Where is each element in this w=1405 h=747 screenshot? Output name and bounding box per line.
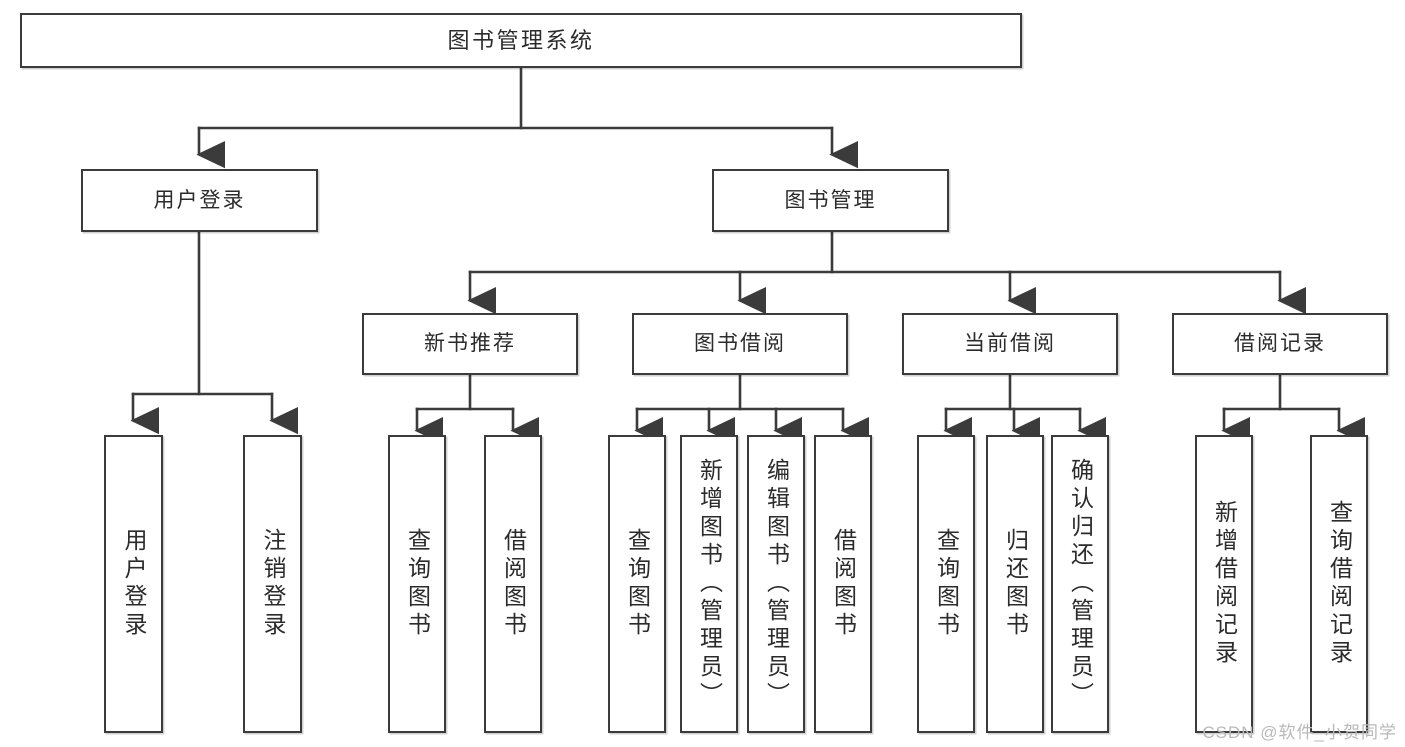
node-new-book-recommend-label: 新书推荐 bbox=[424, 332, 516, 356]
node-leaf-user-logout-label: 注销登录 bbox=[260, 528, 286, 640]
node-leaf-borrow-book-2-label: 借阅图书 bbox=[830, 528, 857, 640]
node-root-label: 图书管理系统 bbox=[447, 27, 595, 53]
node-leaf-edit-book[interactable]: 编辑图书（管理员） bbox=[747, 435, 805, 733]
node-leaf-add-record[interactable]: 新增借阅记录 bbox=[1195, 435, 1253, 733]
node-leaf-query-book-3-label: 查询图书 bbox=[933, 528, 960, 640]
node-leaf-borrow-book-2[interactable]: 借阅图书 bbox=[814, 435, 872, 733]
watermark: CSDN @软件_小贺同学 bbox=[1202, 723, 1397, 742]
node-new-book-recommend[interactable]: 新书推荐 bbox=[362, 313, 578, 375]
node-leaf-user-logout[interactable]: 注销登录 bbox=[243, 435, 302, 733]
node-book-borrow[interactable]: 图书借阅 bbox=[632, 313, 848, 375]
node-book-borrow-label: 图书借阅 bbox=[694, 332, 786, 356]
node-leaf-confirm-return-label: 确认归还（管理员） bbox=[1067, 458, 1094, 710]
node-user-login-label: 用户登录 bbox=[153, 188, 246, 212]
node-current-borrow-label: 当前借阅 bbox=[964, 332, 1056, 356]
node-leaf-query-book-2-label: 查询图书 bbox=[624, 528, 651, 640]
node-leaf-user-login[interactable]: 用户登录 bbox=[104, 435, 163, 733]
node-leaf-query-record-label: 查询借阅记录 bbox=[1326, 500, 1353, 668]
node-leaf-add-book-label: 新增图书（管理员） bbox=[696, 458, 723, 710]
node-leaf-confirm-return[interactable]: 确认归还（管理员） bbox=[1051, 435, 1109, 733]
node-book-manage-label: 图书管理 bbox=[784, 188, 877, 212]
node-leaf-query-record[interactable]: 查询借阅记录 bbox=[1310, 435, 1368, 733]
node-leaf-borrow-book-1[interactable]: 借阅图书 bbox=[484, 435, 542, 733]
node-root[interactable]: 图书管理系统 bbox=[20, 13, 1022, 68]
node-leaf-add-book[interactable]: 新增图书（管理员） bbox=[680, 435, 738, 733]
node-leaf-borrow-book-1-label: 借阅图书 bbox=[500, 528, 527, 640]
node-leaf-edit-book-label: 编辑图书（管理员） bbox=[763, 458, 790, 710]
node-borrow-record-label: 借阅记录 bbox=[1234, 332, 1326, 356]
node-borrow-record[interactable]: 借阅记录 bbox=[1172, 313, 1388, 375]
node-leaf-query-book-1[interactable]: 查询图书 bbox=[388, 435, 446, 733]
node-leaf-query-book-1-label: 查询图书 bbox=[404, 528, 431, 640]
node-book-manage[interactable]: 图书管理 bbox=[712, 169, 949, 232]
node-leaf-add-record-label: 新增借阅记录 bbox=[1211, 500, 1238, 668]
node-user-login[interactable]: 用户登录 bbox=[81, 169, 318, 232]
node-leaf-return-book[interactable]: 归还图书 bbox=[986, 435, 1044, 733]
node-current-borrow[interactable]: 当前借阅 bbox=[902, 313, 1118, 375]
node-leaf-query-book-3[interactable]: 查询图书 bbox=[917, 435, 975, 733]
node-leaf-query-book-2[interactable]: 查询图书 bbox=[608, 435, 666, 733]
node-leaf-user-login-label: 用户登录 bbox=[121, 528, 147, 640]
node-leaf-return-book-label: 归还图书 bbox=[1002, 528, 1029, 640]
